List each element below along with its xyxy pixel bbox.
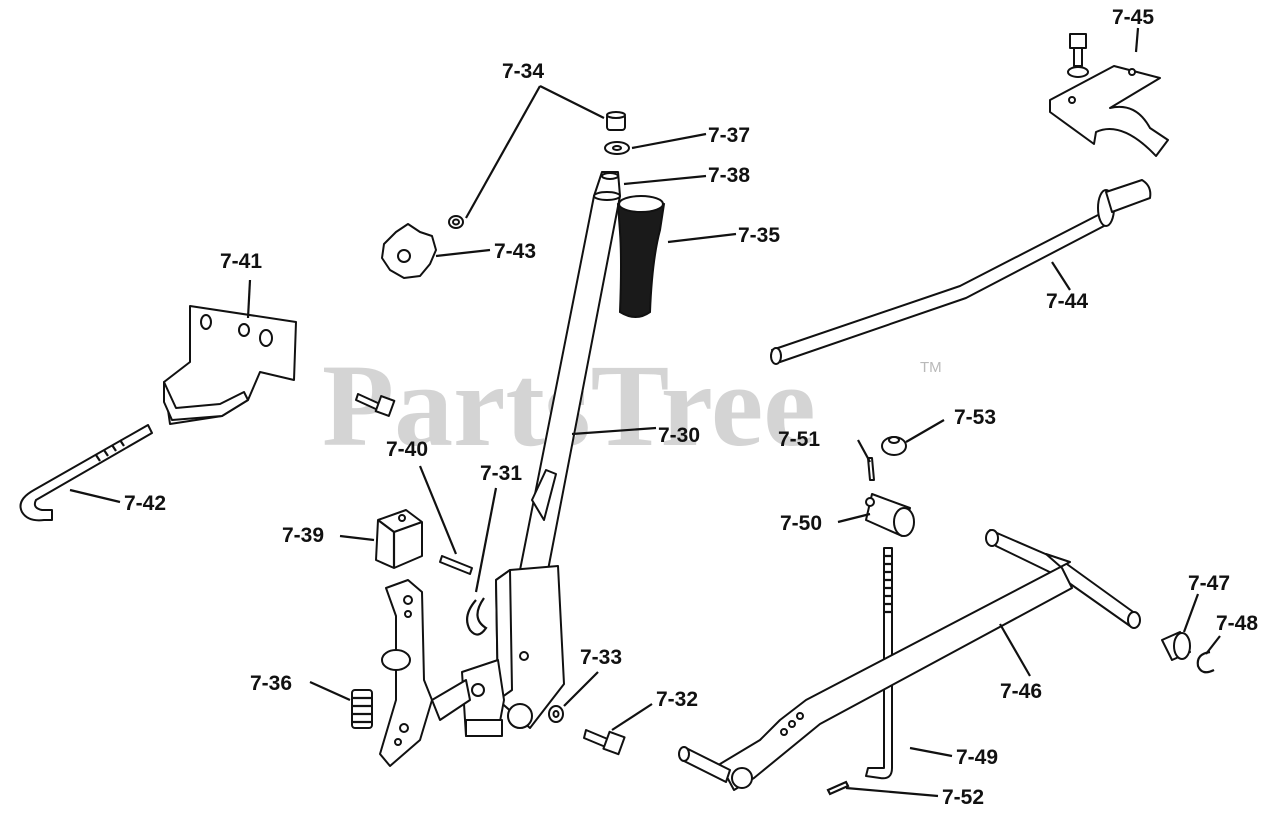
callout-7-51: 7-51 (778, 428, 820, 451)
callout-7-47: 7-47 (1188, 572, 1230, 595)
part-7-31-hairpin (465, 597, 488, 636)
callout-7-40: 7-40 (386, 438, 428, 461)
callout-7-41: 7-41 (220, 250, 262, 273)
part-7-49-rod (865, 547, 893, 780)
part-7-39-block (375, 509, 423, 569)
callout-7-53: 7-53 (954, 406, 996, 429)
part-7-45-bracket (1049, 33, 1169, 157)
part-7-35-grip (616, 195, 666, 318)
callout-7-45: 7-45 (1112, 6, 1154, 29)
part-7-44-rod (770, 179, 1152, 365)
part-7-32-bolt (583, 729, 626, 756)
callout-7-49: 7-49 (956, 746, 998, 769)
part-7-52-cotter-pin (826, 780, 850, 796)
part-7-34-cap (606, 111, 626, 131)
callout-7-37: 7-37 (708, 124, 750, 147)
callout-7-48: 7-48 (1216, 612, 1258, 635)
part-7-30-lever-base (461, 565, 565, 737)
part-bolt-upper (355, 393, 396, 417)
part-7-33-washer (548, 705, 564, 723)
part-7-50-swivel (865, 493, 915, 537)
callout-7-52: 7-52 (942, 786, 984, 809)
callout-7-35: 7-35 (738, 224, 780, 247)
callout-7-44: 7-44 (1046, 290, 1088, 313)
callout-7-42: 7-42 (124, 492, 166, 515)
callout-7-34: 7-34 (502, 60, 544, 83)
callout-7-50: 7-50 (780, 512, 822, 535)
callout-7-36: 7-36 (250, 672, 292, 695)
part-7-46-arm (678, 529, 1141, 791)
callout-7-30: 7-30 (658, 424, 700, 447)
part-7-48-e-clip (1196, 650, 1215, 674)
part-7-47-bushing (1161, 631, 1191, 661)
part-7-53-nut (881, 436, 907, 456)
part-7-42-l-rod (19, 424, 153, 522)
leader-lines (69, 27, 1221, 798)
callout-7-31: 7-31 (480, 462, 522, 485)
part-7-40-pin (439, 555, 473, 575)
part-lower-arm (379, 579, 471, 767)
part-7-51-pin (867, 457, 875, 481)
part-7-34-nut-small (448, 215, 464, 229)
part-7-43-star-knob (381, 223, 437, 279)
callout-7-33: 7-33 (580, 646, 622, 669)
watermark-trademark: TM (920, 359, 942, 376)
callout-7-38: 7-38 (708, 164, 750, 187)
part-7-36-set-screw (351, 689, 373, 729)
callout-7-32: 7-32 (656, 688, 698, 711)
callout-7-46: 7-46 (1000, 680, 1042, 703)
callout-labels: 7-34 7-37 7-38 7-35 7-43 7-41 7-42 7-30 … (124, 6, 1258, 809)
callout-7-43: 7-43 (494, 240, 536, 263)
callout-7-39: 7-39 (282, 524, 324, 547)
part-7-41-bracket (163, 305, 297, 425)
